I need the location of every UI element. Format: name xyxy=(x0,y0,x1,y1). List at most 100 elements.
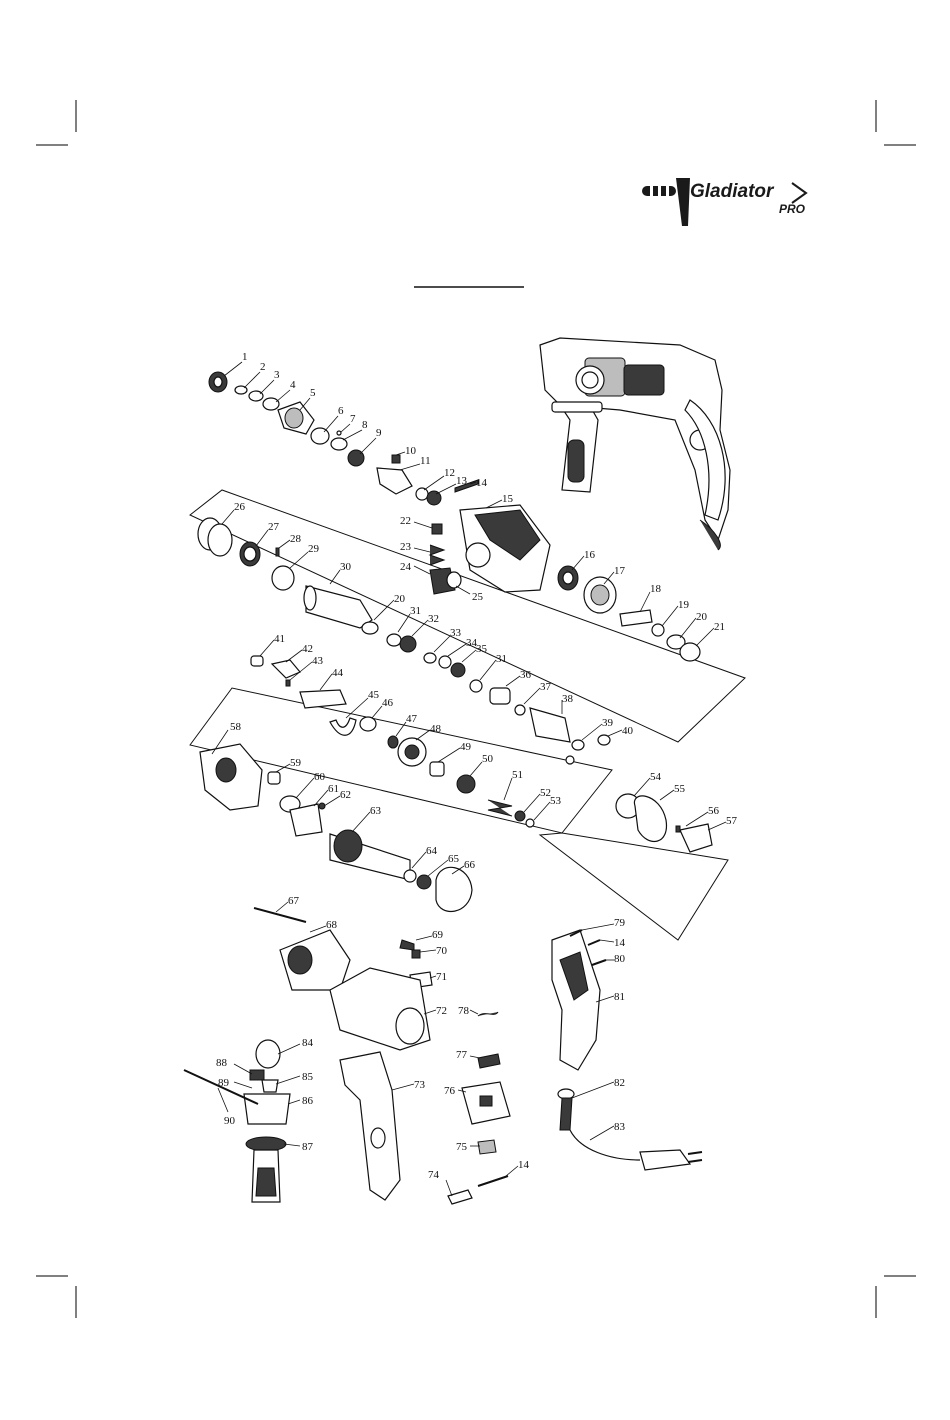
part-label: 7 xyxy=(350,413,356,425)
part-label: 36 xyxy=(520,669,532,681)
part-label: 69 xyxy=(432,929,444,941)
part-label: 61 xyxy=(328,783,339,795)
part-label: 84 xyxy=(302,1037,314,1049)
part-label: 21 xyxy=(714,621,725,633)
part-label: 44 xyxy=(332,667,344,679)
part-label: 30 xyxy=(340,561,352,573)
part-label: 1 xyxy=(242,351,248,363)
part-label: 2 xyxy=(260,361,266,373)
part-label: 49 xyxy=(460,741,472,753)
part-label: 43 xyxy=(312,655,324,667)
part-label: 56 xyxy=(708,805,720,817)
part-label: 29 xyxy=(308,543,320,555)
part-label: 88 xyxy=(216,1057,228,1069)
part-label: 45 xyxy=(368,689,380,701)
part-label: 8 xyxy=(362,419,368,431)
part-label: 87 xyxy=(302,1141,314,1153)
part-label: 63 xyxy=(370,805,382,817)
assembled-drill-image xyxy=(540,338,730,550)
part-label: 26 xyxy=(234,501,246,513)
part-label: 57 xyxy=(726,815,738,827)
part-label: 62 xyxy=(340,789,351,801)
part-label: 82 xyxy=(614,1077,625,1089)
part-label: 10 xyxy=(405,445,417,457)
part-label: 58 xyxy=(230,721,242,733)
part-label: 46 xyxy=(382,697,394,709)
part-label: 53 xyxy=(550,795,562,807)
parts-switch xyxy=(448,1054,510,1204)
part-label: 73 xyxy=(414,1079,426,1091)
part-label: 74 xyxy=(428,1169,440,1181)
part-label: 14 xyxy=(614,937,626,949)
part-label: 13 xyxy=(456,475,468,487)
part-label: 33 xyxy=(450,627,462,639)
part-label: 20 xyxy=(394,593,406,605)
part-label: 59 xyxy=(290,757,302,769)
parts-rear-handle xyxy=(552,930,702,1170)
part-label: 71 xyxy=(436,971,447,983)
part-label: 3 xyxy=(274,369,280,381)
part-label: 28 xyxy=(290,533,302,545)
part-label: 81 xyxy=(614,991,625,1003)
crop-marks xyxy=(36,100,916,1318)
part-label: 64 xyxy=(426,845,438,857)
part-label: 50 xyxy=(482,753,494,765)
part-label: 4 xyxy=(290,379,296,391)
part-label: 80 xyxy=(614,953,626,965)
part-label: 85 xyxy=(302,1071,314,1083)
part-label: 75 xyxy=(456,1141,468,1153)
part-label: 18 xyxy=(650,583,662,595)
part-label: 54 xyxy=(650,771,662,783)
part-label: 17 xyxy=(614,565,626,577)
parts-side-handle xyxy=(184,1040,290,1202)
brand-name: Gladiator xyxy=(690,181,775,202)
part-label: 16 xyxy=(584,549,596,561)
part-label: 77 xyxy=(456,1049,468,1061)
part-label: 19 xyxy=(678,599,690,611)
part-label: 65 xyxy=(448,853,460,865)
part-label: 68 xyxy=(326,919,338,931)
part-label: 32 xyxy=(428,613,439,625)
part-label: 79 xyxy=(614,917,626,929)
brand-sub: PRO xyxy=(779,202,806,216)
part-label: 25 xyxy=(472,591,484,603)
part-label: 66 xyxy=(464,859,476,871)
part-label: 41 xyxy=(274,633,285,645)
part-labels: 1 2 3 4 5 6 7 8 9 10 11 12 13 14 15 16 1… xyxy=(212,351,738,1196)
part-label: 31 xyxy=(410,605,421,617)
brand-logo: Gladiator PRO xyxy=(642,178,806,226)
part-label: 11 xyxy=(420,455,431,467)
part-label: 6 xyxy=(338,405,344,417)
part-label: 89 xyxy=(218,1077,230,1089)
part-label: 60 xyxy=(314,771,326,783)
part-label: 20 xyxy=(696,611,708,623)
part-label: 9 xyxy=(376,427,382,439)
part-label: 37 xyxy=(540,681,552,693)
parts-row-1 xyxy=(209,372,700,661)
part-label: 40 xyxy=(622,725,634,737)
part-label: 55 xyxy=(674,783,686,795)
part-label: 76 xyxy=(444,1085,456,1097)
part-label: 27 xyxy=(268,521,280,533)
part-label: 90 xyxy=(224,1115,236,1127)
part-label: 48 xyxy=(430,723,442,735)
part-label: 83 xyxy=(614,1121,626,1133)
part-label: 67 xyxy=(288,895,300,907)
part-label: 78 xyxy=(458,1005,470,1017)
part-label: 24 xyxy=(400,561,412,573)
part-label: 14 xyxy=(518,1159,530,1171)
part-label: 51 xyxy=(512,769,523,781)
part-label: 39 xyxy=(602,717,614,729)
part-label: 23 xyxy=(400,541,412,553)
part-label: 38 xyxy=(562,693,574,705)
part-label: 15 xyxy=(502,493,514,505)
part-label: 72 xyxy=(436,1005,447,1017)
part-label: 35 xyxy=(476,643,488,655)
part-label: 14 xyxy=(476,477,488,489)
part-label: 42 xyxy=(302,643,313,655)
part-label: 47 xyxy=(406,713,418,725)
part-label: 12 xyxy=(444,467,455,479)
part-label: 22 xyxy=(400,515,411,527)
part-label: 86 xyxy=(302,1095,314,1107)
